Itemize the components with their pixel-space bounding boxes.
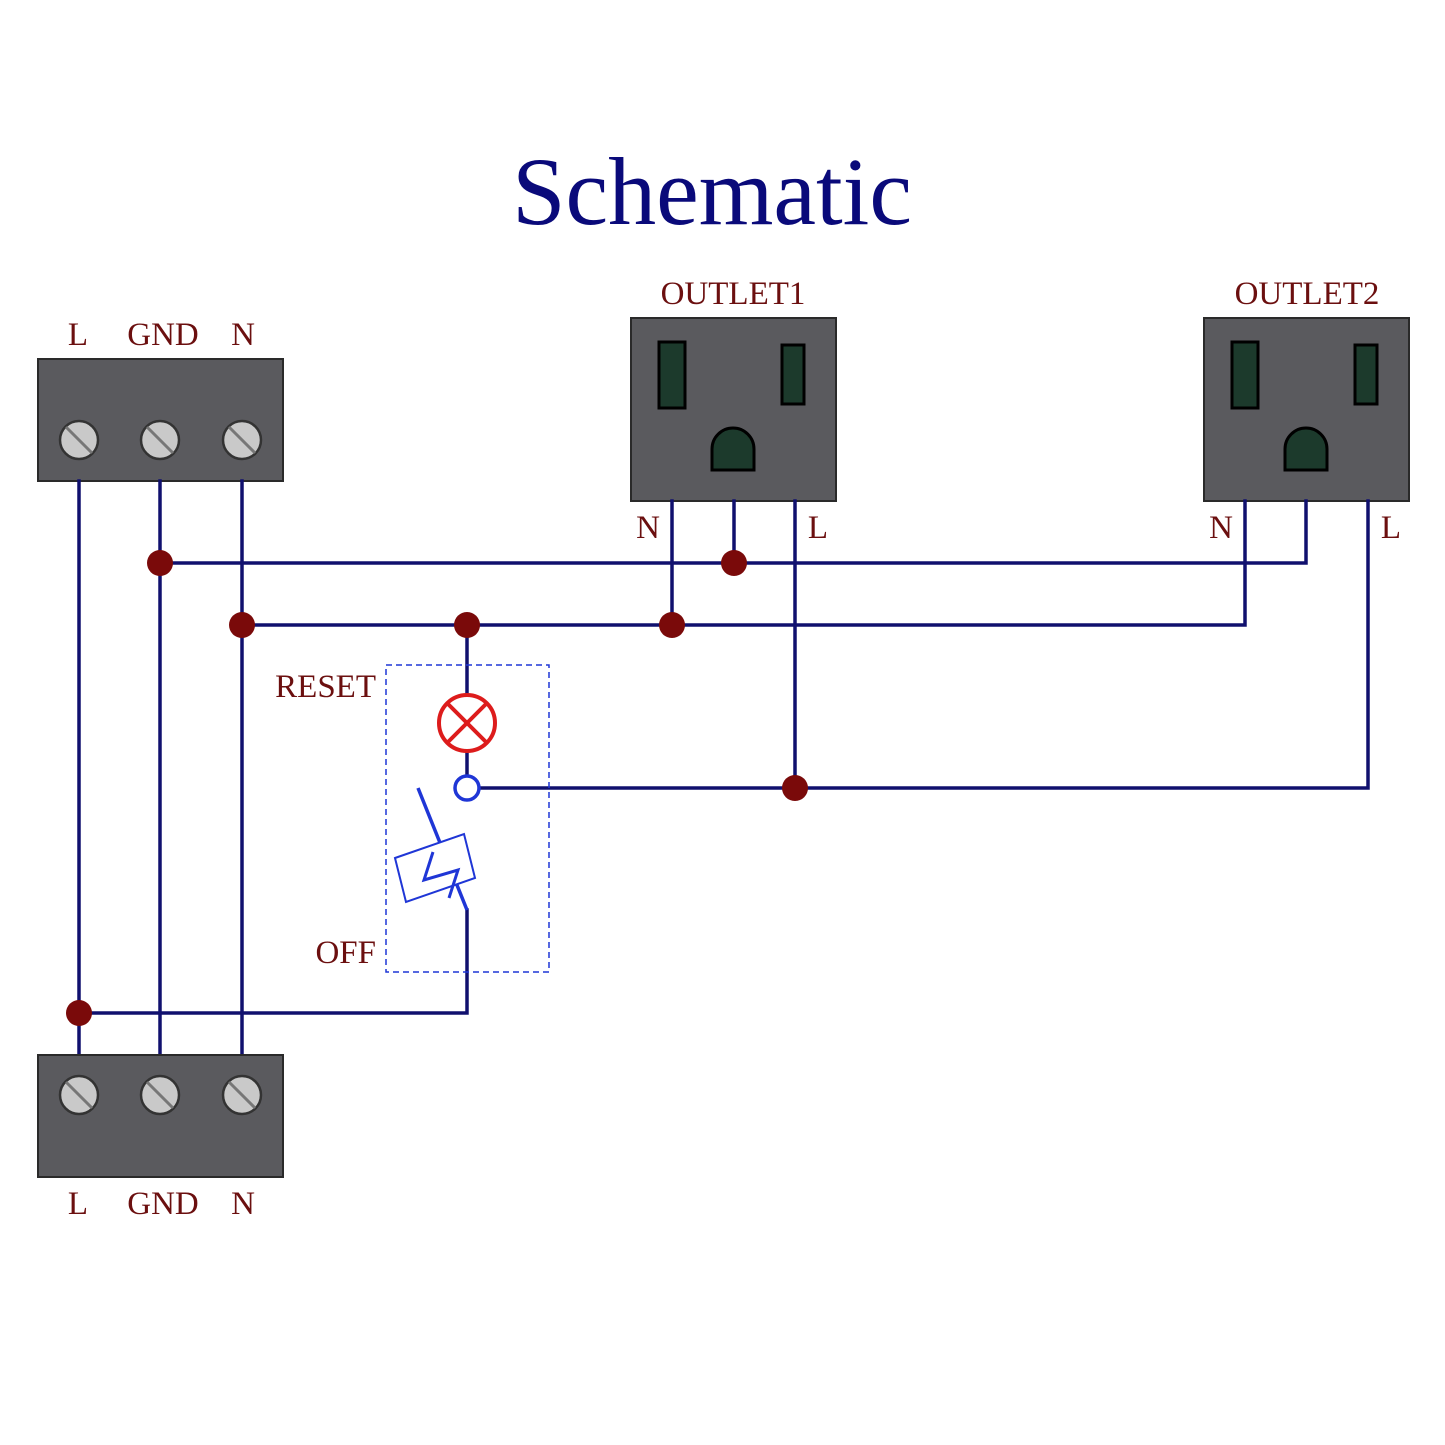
breaker-assembly: RESET OFF bbox=[275, 664, 550, 973]
wire-line-feed bbox=[77, 908, 469, 1015]
outlet1-hot-slot bbox=[780, 343, 806, 406]
junction-dot bbox=[66, 1000, 92, 1026]
junction-dot bbox=[721, 550, 747, 576]
top-terminal-label-gnd: GND bbox=[127, 317, 199, 353]
bottom-terminal-label-n: N bbox=[231, 1186, 255, 1222]
off-label: OFF bbox=[315, 935, 376, 971]
page-title: Schematic bbox=[512, 138, 912, 245]
wire-switched-line bbox=[478, 499, 1370, 790]
wires bbox=[77, 479, 1370, 1057]
junction-dot bbox=[454, 612, 480, 638]
screw-icon bbox=[58, 419, 100, 461]
wire-ground-distribution bbox=[158, 499, 1308, 565]
wire-neutral-distribution bbox=[240, 499, 1247, 627]
outlet2-label: OUTLET2 bbox=[1235, 276, 1380, 312]
reset-label: RESET bbox=[275, 669, 376, 705]
junction-dot bbox=[229, 612, 255, 638]
bottom-terminal-label-l: L bbox=[68, 1186, 88, 1222]
outlet2-n-label: N bbox=[1209, 510, 1233, 546]
outlet1-neutral-slot bbox=[657, 340, 687, 410]
top-terminal-label-n: N bbox=[231, 317, 255, 353]
outlet2-ground-slot bbox=[1283, 426, 1329, 472]
screw-icon bbox=[58, 1074, 100, 1116]
outlet2-l-label: L bbox=[1381, 510, 1401, 546]
outlet1-ground-slot bbox=[710, 426, 756, 472]
top-terminal-label-l: L bbox=[68, 317, 88, 353]
thermal-breaker-icon bbox=[393, 787, 477, 911]
screw-icon bbox=[139, 419, 181, 461]
top-terminal-block: L GND N bbox=[37, 317, 284, 482]
outlet1-n-label: N bbox=[636, 510, 660, 546]
outlet2-hot-slot bbox=[1353, 343, 1379, 406]
screw-icon bbox=[221, 419, 263, 461]
screw-icon bbox=[139, 1074, 181, 1116]
bottom-terminal-label-gnd: GND bbox=[127, 1186, 199, 1222]
junctions bbox=[66, 550, 808, 1026]
breaker-dashed-outline bbox=[385, 664, 550, 973]
screw-icon bbox=[221, 1074, 263, 1116]
outlet1: OUTLET1 N L bbox=[630, 276, 837, 546]
outlet2: OUTLET2 N L bbox=[1203, 276, 1410, 546]
indicator-lamp-icon bbox=[437, 693, 497, 753]
junction-dot bbox=[659, 612, 685, 638]
bottom-terminal-block: L GND N bbox=[37, 1054, 284, 1222]
junction-dot bbox=[147, 550, 173, 576]
outlet1-label: OUTLET1 bbox=[661, 276, 806, 312]
switch-contact-terminal bbox=[453, 774, 481, 802]
bottom-terminal-body bbox=[37, 1054, 284, 1178]
junction-dot bbox=[782, 775, 808, 801]
outlet2-neutral-slot bbox=[1230, 340, 1260, 410]
outlet1-l-label: L bbox=[808, 510, 828, 546]
